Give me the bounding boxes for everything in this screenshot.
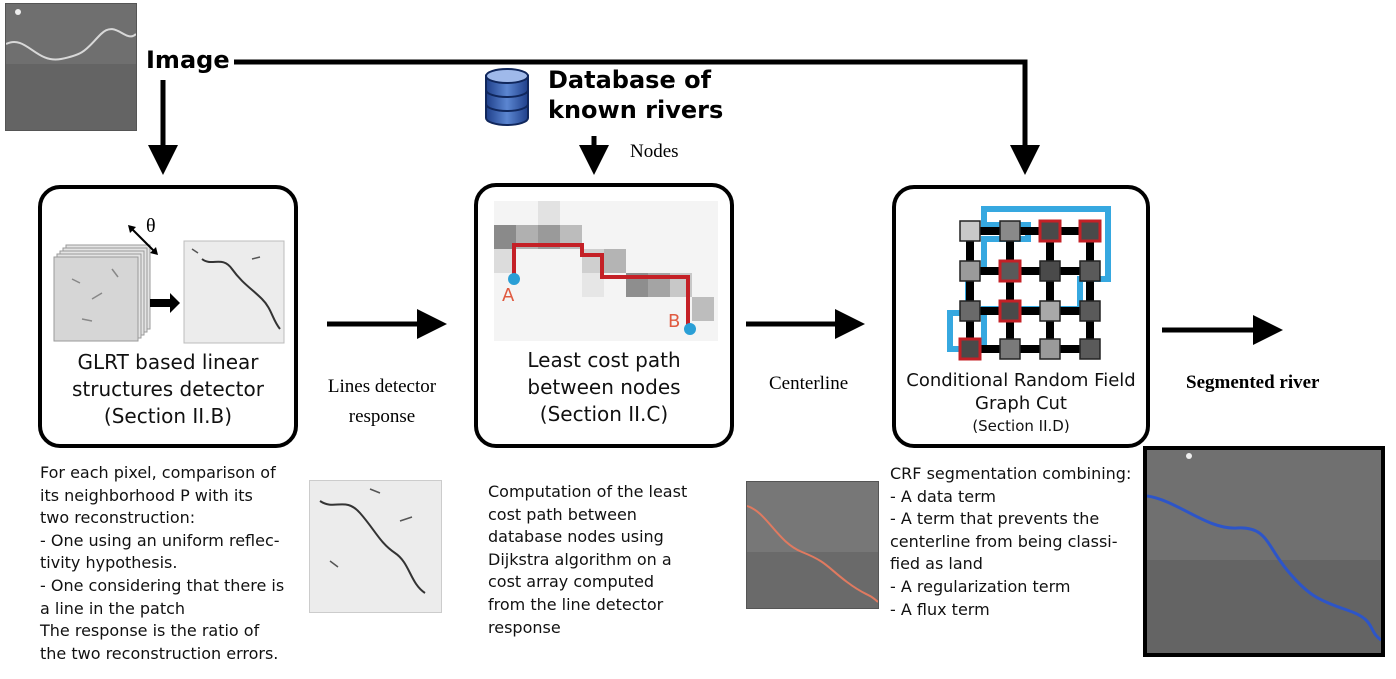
node-b-marker bbox=[684, 323, 696, 335]
cost-grid-illustration bbox=[494, 201, 718, 341]
theta-label: θ bbox=[146, 215, 156, 237]
glrt-detector-box: θ GLRT based linear structures detector … bbox=[38, 185, 298, 448]
crf-caption-line2: Graph Cut bbox=[975, 393, 1067, 414]
crf-description: CRF segmentation combining: - A data ter… bbox=[890, 464, 1132, 619]
crf-graph-cut-box: Conditional Random Field Graph Cut (Sect… bbox=[892, 185, 1150, 448]
least-cost-path-box: A B Least cost path between nodes (Secti… bbox=[474, 183, 734, 448]
node-a-marker bbox=[508, 273, 520, 285]
node-b-label: B bbox=[668, 311, 681, 332]
centerline-label: Centerline bbox=[769, 373, 849, 394]
transform-arrow-icon bbox=[150, 293, 180, 313]
segmented-river-image bbox=[1143, 446, 1385, 657]
database-icon bbox=[485, 68, 529, 126]
nodes-label: Nodes bbox=[630, 141, 679, 162]
lines-detector-line2: response bbox=[348, 406, 416, 427]
database-label-line2: known rivers bbox=[548, 96, 724, 124]
glrt-caption-line2: structures detector bbox=[72, 377, 264, 401]
theta-arrow bbox=[131, 228, 155, 252]
cost-grid bbox=[494, 201, 718, 341]
crf-graph-illustration bbox=[947, 206, 1111, 361]
crf-caption-line3: (Section II.D) bbox=[972, 417, 1070, 435]
line-detector-response-image bbox=[309, 480, 442, 613]
glrt-caption-line1: GLRT based linear bbox=[77, 350, 259, 374]
path-caption-line1: Least cost path bbox=[527, 348, 681, 372]
crf-caption: Conditional Random Field Graph Cut (Sect… bbox=[896, 369, 1146, 438]
glrt-caption: GLRT based linear structures detector (S… bbox=[42, 349, 294, 430]
graph-nodes bbox=[958, 219, 1102, 361]
path-caption: Least cost path between nodes (Section I… bbox=[478, 347, 730, 428]
crf-caption-line1: Conditional Random Field bbox=[906, 370, 1136, 391]
centerline-image bbox=[746, 481, 879, 609]
database-label-line1: Database of bbox=[548, 66, 712, 94]
path-caption-line2: between nodes bbox=[527, 375, 681, 399]
lines-detector-line1: Lines detector bbox=[327, 376, 437, 397]
least-cost-path-line bbox=[512, 243, 690, 329]
segmented-river-content bbox=[1147, 450, 1381, 653]
input-image-river bbox=[6, 4, 136, 130]
lines-detector-response-label: Lines detector response bbox=[312, 372, 452, 432]
glrt-description: For each pixel, comparison of its neighb… bbox=[40, 463, 285, 663]
response-image-curves bbox=[319, 488, 426, 594]
node-a-label: A bbox=[502, 285, 515, 306]
graph-edges bbox=[966, 227, 1094, 353]
patch-stack bbox=[53, 244, 151, 342]
image-label: Image bbox=[146, 46, 230, 74]
input-satellite-image bbox=[5, 3, 137, 131]
glrt-illustration bbox=[53, 225, 285, 344]
path-description: Computation of the least cost path betwe… bbox=[488, 482, 688, 637]
centerline-image-content bbox=[747, 482, 878, 608]
segmented-river-label: Segmented river bbox=[1186, 372, 1320, 393]
glrt-caption-line3: (Section II.B) bbox=[103, 404, 233, 428]
path-caption-line3: (Section II.C) bbox=[539, 402, 669, 426]
